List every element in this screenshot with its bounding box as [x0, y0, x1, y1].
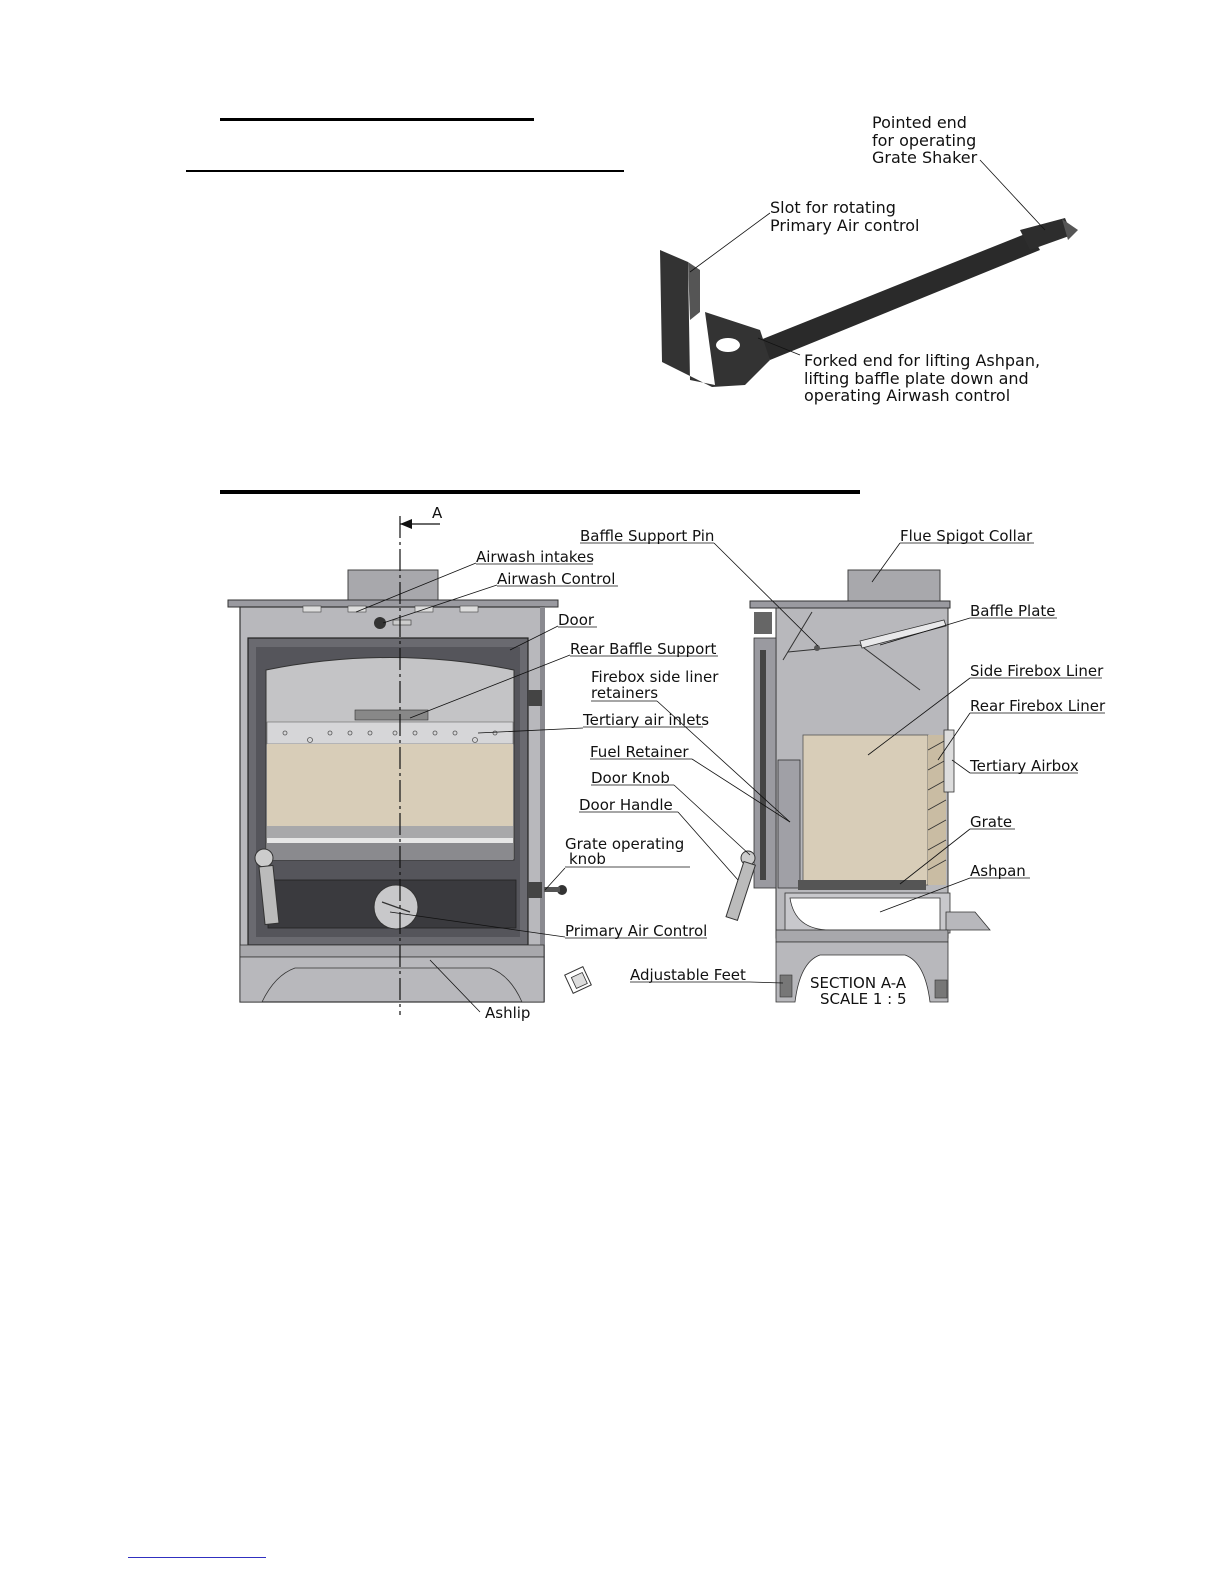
tool-fork — [660, 250, 770, 387]
fuel-retainer-label: Fuel Retainer — [590, 743, 689, 761]
heading-rule-1 — [220, 118, 534, 121]
primary-air-control-label: Primary Air Control — [565, 922, 707, 940]
front-view: A — [227, 504, 592, 1015]
door-handle-label: Door Handle — [579, 796, 673, 814]
slot-label-1: Slot for rotating — [770, 198, 896, 217]
door-label: Door — [558, 611, 595, 629]
grate-operating-knob-label-2: knob — [569, 850, 606, 868]
tool-shaft — [760, 232, 1040, 360]
forked-end-label-2: lifting baffle plate down and — [804, 369, 1029, 388]
adjustable-feet-label: Adjustable Feet — [630, 966, 746, 984]
pointed-end-label-3: Grate Shaker — [872, 148, 978, 167]
heading-rule-3 — [220, 490, 860, 494]
tertiary-air-inlets-label: Tertiary air inlets — [582, 711, 709, 729]
section-view — [725, 569, 991, 1003]
ashlip-label: Ashlip — [485, 1004, 530, 1022]
operating-tool — [660, 218, 1078, 387]
forked-end-label-1: Forked end for lifting Ashpan, — [804, 351, 1040, 370]
rear-baffle-support-label: Rear Baffle Support — [570, 640, 717, 658]
section-caption-2: SCALE 1 : 5 — [820, 990, 907, 1008]
section-marker-label: A — [432, 504, 443, 522]
grate-operating-knob-label-1: Grate operating — [565, 835, 684, 853]
side-firebox-liner-label: Side Firebox Liner — [970, 662, 1104, 680]
flue-spigot-collar-label: Flue Spigot Collar — [900, 527, 1033, 545]
section-caption-1: SECTION A-A — [810, 974, 907, 992]
tertiary-airbox-label: Tertiary Airbox — [969, 757, 1079, 775]
pointed-end-label-1: Pointed end — [872, 113, 967, 132]
airwash-control-label: Airwash Control — [497, 570, 615, 588]
firebox-side-liner-label-1: Firebox side liner — [591, 668, 719, 686]
door-knob-label: Door Knob — [591, 769, 670, 787]
footer-link-rule — [128, 1557, 266, 1558]
airwash-intakes-label: Airwash intakes — [476, 548, 594, 566]
baffle-support-pin-label: Baffle Support Pin — [580, 527, 714, 545]
baffle-plate-label: Baffle Plate — [970, 602, 1056, 620]
forked-end-label-3: operating Airwash control — [804, 386, 1010, 405]
grate-label: Grate — [970, 813, 1012, 831]
ashpan-label: Ashpan — [970, 862, 1026, 880]
rear-firebox-liner-label: Rear Firebox Liner — [970, 697, 1106, 715]
slot-label-2: Primary Air control — [770, 216, 919, 235]
pointed-end-label-2: for operating — [872, 131, 976, 150]
heading-rule-2 — [186, 170, 624, 172]
firebox-side-liner-label-2: retainers — [591, 684, 658, 702]
